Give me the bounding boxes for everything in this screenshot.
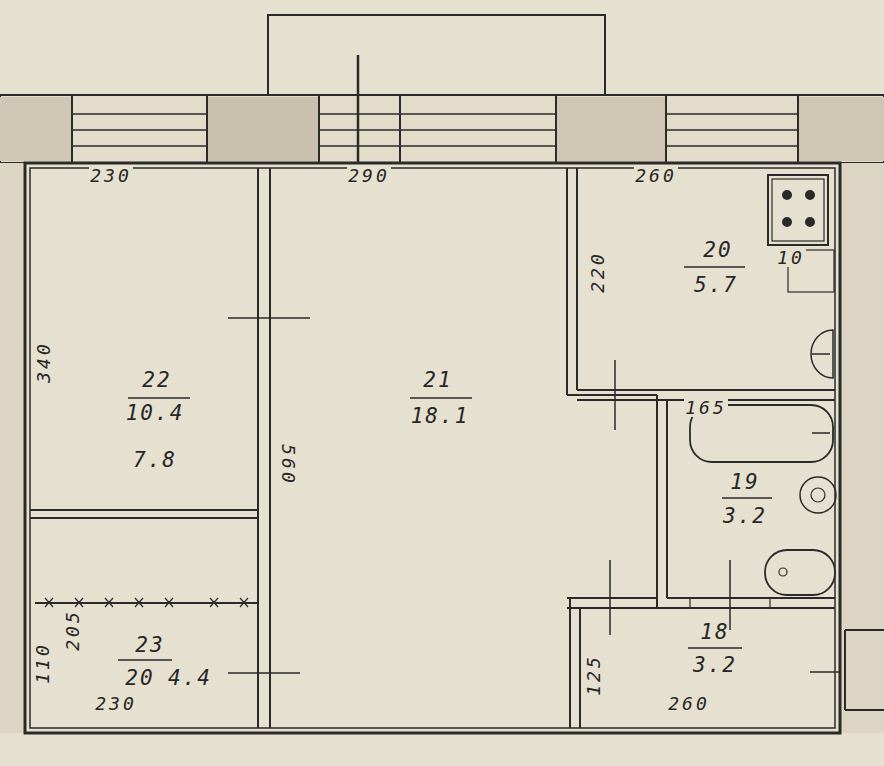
dimension-label: 340 xyxy=(35,340,53,384)
room-area: 3.2 xyxy=(723,506,767,527)
dimension-label: 230 xyxy=(94,695,138,713)
room-number: 19 xyxy=(730,472,759,493)
room-number: 20 xyxy=(703,240,732,261)
dimension-label: 260 xyxy=(634,167,678,185)
room-22: 22 10.4 7.8 xyxy=(32,170,256,508)
dimension-label: 110 xyxy=(34,641,52,685)
room-21: 21 18.1 xyxy=(272,170,565,726)
room-area: 20 xyxy=(125,668,154,689)
room-number: 22 xyxy=(142,370,171,391)
room-20: 205.7 xyxy=(579,170,833,388)
dimension-label: 125 xyxy=(585,653,603,697)
dimension-label: 10 xyxy=(776,249,806,267)
dimension-label: 290 xyxy=(347,167,391,185)
room-19: 193.2 xyxy=(669,402,833,596)
dimension-label: 560 xyxy=(279,443,297,487)
room-number: 21 xyxy=(423,370,452,391)
room-area: 4.4 xyxy=(168,668,212,689)
room-area: 18.1 xyxy=(411,406,470,427)
dimension-label: 165 xyxy=(684,399,728,417)
room-area: 10.4 xyxy=(126,403,185,424)
dimension-label: 220 xyxy=(589,250,607,294)
room-area: 7.8 xyxy=(133,450,177,471)
dimension-label: 260 xyxy=(667,695,711,713)
room-area: 5.7 xyxy=(694,275,738,296)
dimension-label: 205 xyxy=(64,608,82,652)
dimension-label: 230 xyxy=(89,167,133,185)
room-number: 23 xyxy=(135,635,164,656)
room-area: 3.2 xyxy=(693,655,737,676)
room-number: 18 xyxy=(700,622,729,643)
